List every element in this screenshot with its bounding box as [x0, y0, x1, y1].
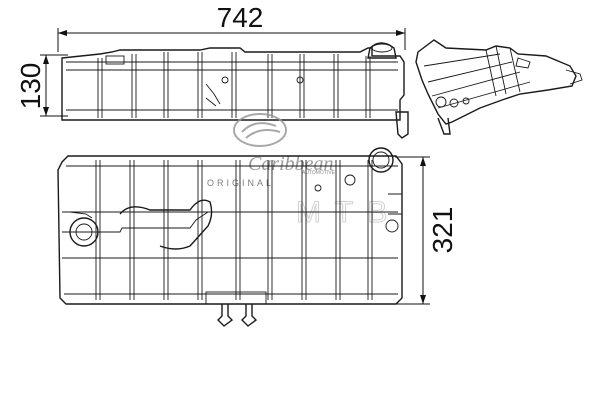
length-dimension: 742 [57, 2, 406, 52]
height-dimension: 130 [15, 54, 68, 117]
tank-top-view [57, 147, 403, 327]
height-label: 130 [15, 63, 46, 110]
tank-side-view [415, 39, 583, 135]
watermark-brand: Caribbean [248, 153, 334, 175]
tank-front-view [61, 42, 409, 139]
depth-dimension: 321 [395, 156, 458, 305]
watermark-side-letters: MTB [296, 196, 401, 229]
watermark-logo-emblem [233, 113, 287, 147]
watermark-tagline: ORIGINAL [207, 178, 274, 188]
depth-label: 321 [427, 207, 458, 254]
length-label: 742 [217, 2, 264, 33]
watermark-small-text: AUTOMOTIVE [302, 170, 336, 176]
